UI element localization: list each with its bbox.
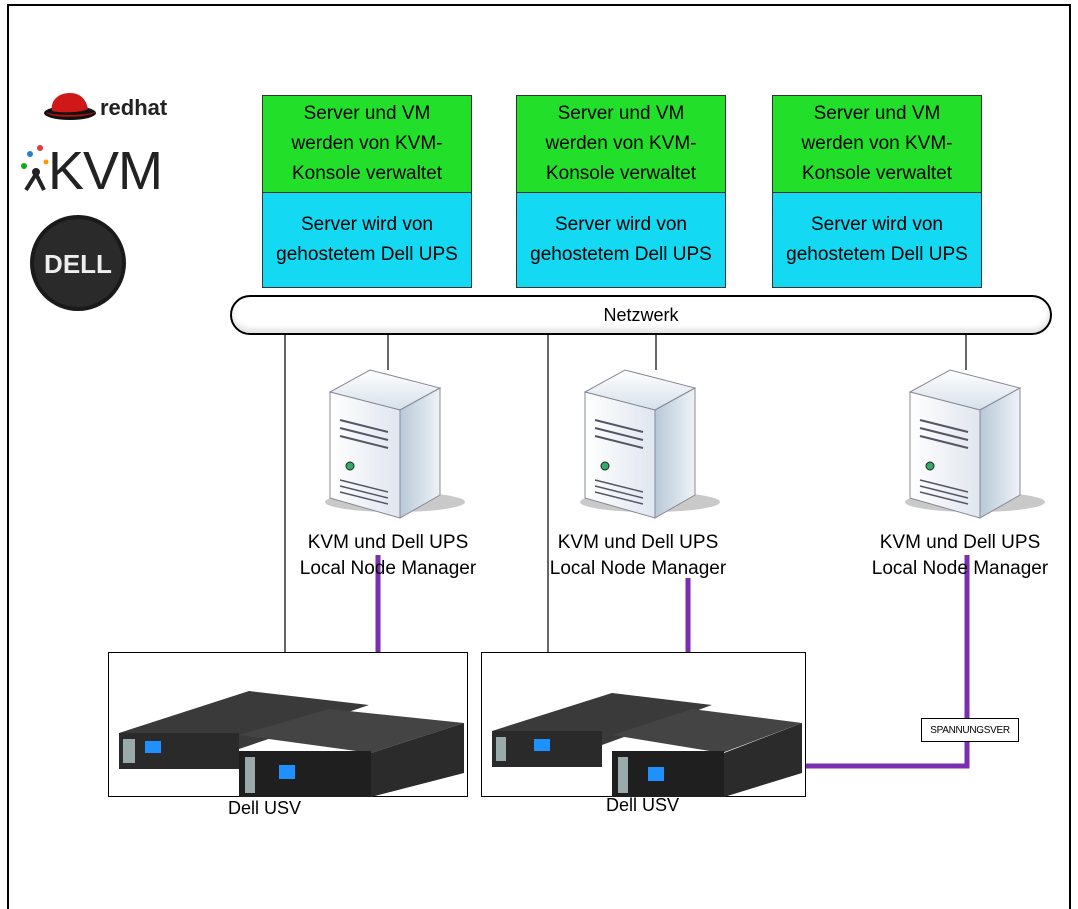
vm-box: Server und VM werden von KVM- Konsole ve… xyxy=(772,95,982,288)
vm-managed-label: Server und VM werden von KVM- Konsole ve… xyxy=(517,96,725,193)
dell-logo: DELL xyxy=(25,205,135,320)
power-line xyxy=(805,555,970,769)
ups-label: Dell USV xyxy=(228,798,302,818)
node-manager-label: KVM und Dell UPS Local Node Manager xyxy=(549,532,727,579)
ups-box xyxy=(481,652,806,797)
ups-device-icon xyxy=(492,693,802,797)
dell-logo-text: DELL xyxy=(44,249,112,279)
kvm-logo: KVM xyxy=(18,140,183,201)
ups-hosted-label: Server wird von gehostetem Dell UPS xyxy=(517,193,725,287)
kvm-logo-text: KVM xyxy=(48,141,163,201)
node-manager-label: KVM und Dell UPS Local Node Manager xyxy=(871,532,1049,579)
server-tower-icon xyxy=(325,369,465,519)
node-manager-label: KVM und Dell UPS Local Node Manager xyxy=(299,532,477,579)
ups-box xyxy=(108,652,468,797)
ups-device-icon xyxy=(119,691,464,797)
vm-box: Server und VM werden von KVM- Konsole ve… xyxy=(262,95,472,288)
power-distribution-tag: SPANNUNGSVER xyxy=(921,718,1019,742)
vm-managed-label: Server und VM werden von KVM- Konsole ve… xyxy=(773,96,981,193)
diagram-frame xyxy=(7,4,1071,909)
redhat-logo: redhat xyxy=(20,75,185,130)
ups-label: Dell USV xyxy=(606,795,680,815)
redhat-logo-text: redhat xyxy=(100,95,168,120)
vm-box: Server und VM werden von KVM- Konsole ve… xyxy=(516,95,726,288)
ups-hosted-label: Server wird von gehostetem Dell UPS xyxy=(263,193,471,287)
server-tower-icon xyxy=(905,369,1045,519)
server-tower-icon xyxy=(580,369,720,519)
network-bus: Netzwerk xyxy=(230,295,1052,335)
ups-hosted-label: Server wird von gehostetem Dell UPS xyxy=(773,193,981,287)
vm-managed-label: Server und VM werden von KVM- Konsole ve… xyxy=(263,96,471,193)
